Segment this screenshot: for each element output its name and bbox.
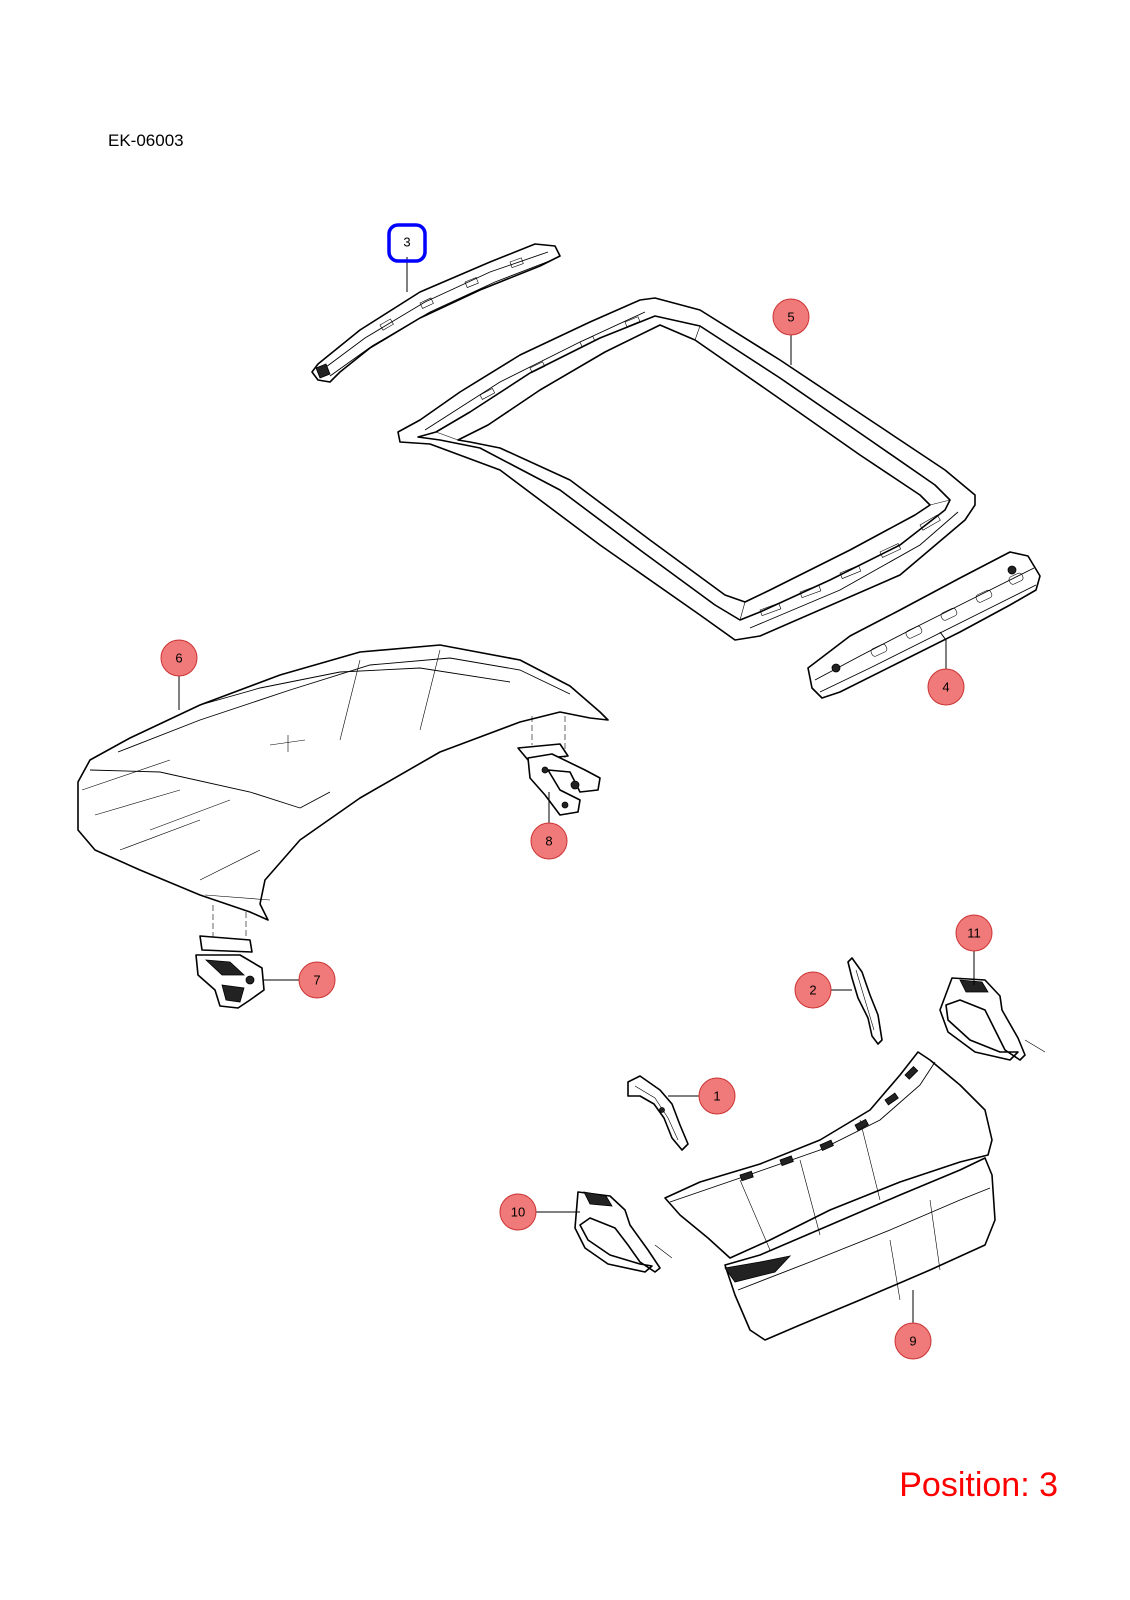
callout-7[interactable]: 7 — [298, 961, 336, 999]
part-4-rear-roof-bow[interactable] — [807, 551, 1041, 699]
part-7-left-hinge[interactable] — [195, 905, 265, 1009]
part-10-rear-left-hinge[interactable] — [574, 1191, 673, 1273]
callout-7-label: 7 — [313, 973, 320, 988]
callout-8[interactable]: 8 — [530, 822, 568, 860]
callout-2[interactable]: 2 — [794, 971, 832, 1009]
part-3-front-roof-bow[interactable] — [311, 243, 561, 383]
callout-11-label: 11 — [967, 926, 981, 941]
callout-9[interactable]: 9 — [894, 1322, 932, 1360]
part-6-roof-panel[interactable] — [77, 644, 609, 921]
callout-4[interactable]: 4 — [927, 668, 965, 706]
part-5-roof-frame[interactable] — [397, 297, 976, 641]
part-11-rear-right-hinge[interactable] — [939, 977, 1046, 1061]
callout-6-label: 6 — [175, 651, 182, 666]
callout-9-label: 9 — [909, 1334, 916, 1349]
callout-5-label: 5 — [787, 310, 794, 325]
callout-1[interactable]: 1 — [698, 1077, 736, 1115]
callout-3-label: 3 — [403, 235, 410, 250]
callout-11[interactable]: 11 — [955, 914, 993, 952]
selected-callout-highlight — [387, 223, 427, 263]
part-2-bracket[interactable] — [847, 957, 883, 1045]
part-9-tonneau-cover[interactable] — [664, 1051, 996, 1341]
callout-1-label: 1 — [713, 1089, 720, 1104]
callout-5[interactable]: 5 — [772, 298, 810, 336]
part-1-bracket[interactable] — [627, 1075, 689, 1151]
callout-6[interactable]: 6 — [160, 639, 198, 677]
callout-4-label: 4 — [942, 680, 949, 695]
callout-2-label: 2 — [809, 983, 816, 998]
callout-3[interactable]: 3 — [387, 223, 427, 263]
callout-10-label: 10 — [511, 1205, 525, 1220]
position-label: Position: 3 — [899, 1466, 1058, 1504]
part-8-right-hinge[interactable] — [517, 716, 601, 816]
callout-8-label: 8 — [545, 834, 552, 849]
document-code: EK-06003 — [108, 131, 184, 150]
callout-10[interactable]: 10 — [499, 1193, 537, 1231]
